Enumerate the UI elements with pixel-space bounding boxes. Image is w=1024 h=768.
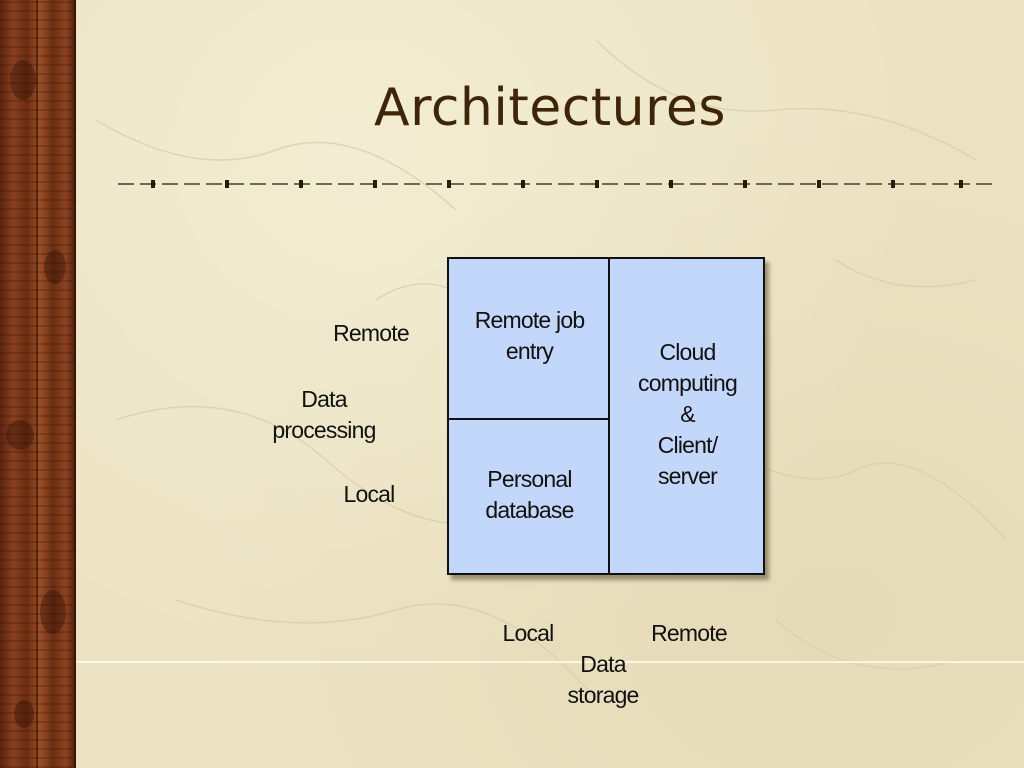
wood-knot [10, 60, 36, 100]
y-axis-low-label: Local [343, 481, 396, 507]
wood-knot [14, 700, 34, 728]
wood-seam [36, 0, 38, 768]
cell-text-line: server [657, 463, 718, 489]
wood-side-bar [0, 0, 76, 768]
cell-text-line: computing [638, 370, 738, 396]
y-axis-title: Data processing [258, 384, 390, 446]
cell-text-line: database [485, 497, 574, 523]
x-axis-title-line: storage [567, 682, 639, 708]
wood-knot [6, 420, 34, 450]
cell-text-line: Client/ [657, 432, 718, 458]
matrix-horizontal-divider [449, 418, 610, 420]
matrix-vertical-divider [608, 259, 610, 573]
architecture-matrix: Remote job entry Personal database Cloud… [447, 257, 765, 575]
wood-knot [40, 590, 66, 634]
cell-text-line: entry [505, 338, 554, 364]
parchment-texture [95, 39, 1007, 701]
cell-text-line: & [680, 401, 695, 427]
slide-title: Architectures [374, 78, 726, 138]
wood-knot [44, 250, 66, 284]
cell-personal-database: Personal database [449, 464, 610, 526]
parchment-background [76, 0, 1024, 768]
y-axis-title-line: Data [301, 386, 347, 412]
cell-cloud-client-server: Cloud computing & Client/ server [610, 337, 765, 492]
y-axis-title-line: processing [272, 417, 376, 443]
wood-seam [74, 0, 76, 768]
cell-remote-job-entry: Remote job entry [449, 305, 610, 367]
x-axis-title: Data storage [548, 649, 658, 711]
slide-footer-line [76, 661, 1024, 663]
cell-text-line: Cloud [659, 339, 716, 365]
x-axis-title-line: Data [580, 651, 626, 677]
cell-text-line: Personal [487, 466, 572, 492]
x-axis-low-label: Local [502, 620, 555, 646]
cell-text-line: Remote job [474, 307, 585, 333]
decorative-dashed-rule [118, 180, 992, 188]
y-axis-high-label: Remote [333, 320, 410, 346]
x-axis-high-label: Remote [651, 620, 728, 646]
